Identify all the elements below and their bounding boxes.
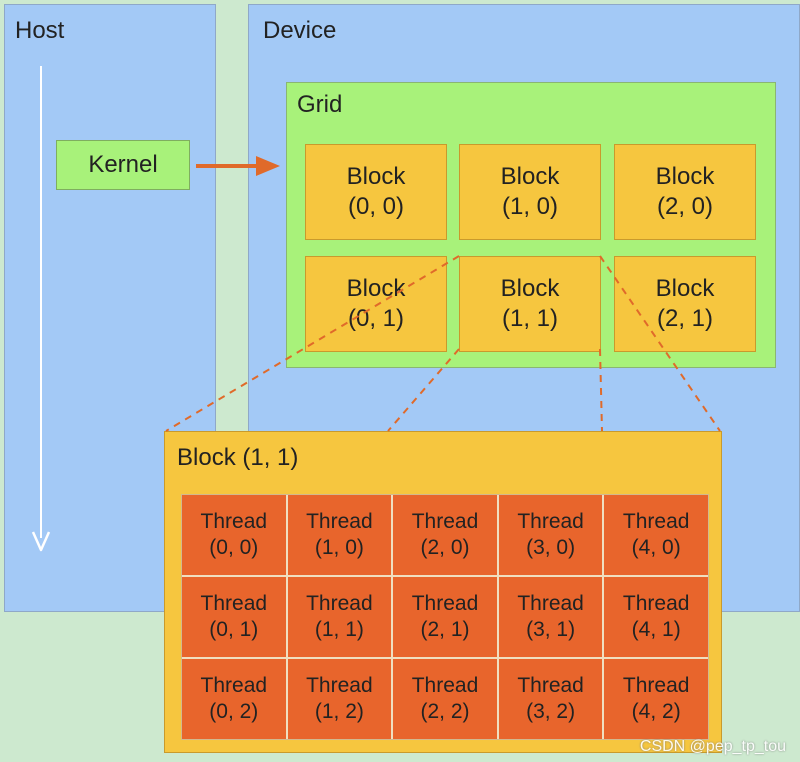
- thread-coord: (4, 2): [631, 700, 681, 723]
- thread-label: Thread: [622, 591, 690, 615]
- block-label: Block: [346, 163, 406, 190]
- thread-coord: (3, 2): [526, 700, 576, 723]
- thread-label: Thread: [306, 591, 373, 615]
- thread-label: Thread: [200, 591, 268, 615]
- thread-label: Thread: [306, 673, 373, 697]
- thread-label: Thread: [517, 673, 584, 697]
- thread-4-0: Thread (4, 0): [604, 495, 708, 575]
- device-title: Device: [263, 17, 337, 44]
- kernel-box: Kernel: [56, 140, 190, 190]
- thread-coord: (2, 1): [420, 618, 470, 641]
- host-title: Host: [15, 17, 65, 44]
- block-1-0: Block (1, 0): [459, 144, 601, 240]
- block-coord: (1, 0): [501, 193, 558, 220]
- grid-title: Grid: [297, 91, 343, 118]
- thread-3-0: Thread (3, 0): [498, 495, 603, 575]
- thread-0-1: Thread (0, 1): [182, 577, 286, 657]
- block-coord: (2, 0): [656, 193, 713, 220]
- thread-1-2: Thread (1, 2): [287, 659, 392, 739]
- block-label: Block: [500, 163, 560, 190]
- thread-1-0: Thread (1, 0): [287, 495, 392, 575]
- thread-2-2: Thread (2, 2): [393, 659, 497, 739]
- thread-coord: (1, 0): [314, 536, 364, 559]
- block-label: Block: [655, 163, 715, 190]
- block-coord: (0, 1): [347, 305, 404, 332]
- block-0-0: Block (0, 0): [305, 144, 447, 240]
- thread-0-2: Thread (0, 2): [182, 659, 286, 739]
- thread-3-1: Thread (3, 1): [498, 577, 603, 657]
- block-coord: (0, 0): [347, 193, 404, 220]
- block-2-0: Block (2, 0): [614, 144, 756, 240]
- thread-2-0: Thread (2, 0): [393, 495, 497, 575]
- grid-box: Grid Block (0, 0) Block (1, 0) Block (2,…: [286, 82, 776, 368]
- thread-coord: (1, 2): [314, 700, 364, 723]
- thread-label: Thread: [517, 591, 584, 615]
- thread-label: Thread: [622, 673, 690, 697]
- thread-coord: (2, 0): [420, 536, 470, 559]
- thread-coord: (3, 1): [526, 618, 576, 641]
- thread-3-2: Thread (3, 2): [498, 659, 603, 739]
- thread-coord: (0, 2): [209, 700, 259, 723]
- kernel-label: Kernel: [88, 151, 158, 178]
- thread-coord: (3, 0): [526, 536, 576, 559]
- thread-coord: (2, 2): [420, 700, 470, 723]
- thread-coord: (4, 1): [631, 618, 681, 641]
- block-0-1: Block (0, 1): [305, 256, 447, 352]
- thread-1-1: Thread (1, 1): [287, 577, 392, 657]
- block-coord: (1, 1): [501, 305, 558, 332]
- thread-4-2: Thread (4, 2): [604, 659, 708, 739]
- thread-coord: (0, 0): [209, 536, 259, 559]
- thread-label: Thread: [411, 509, 479, 533]
- thread-label: Thread: [306, 509, 373, 533]
- block-label: Block: [655, 275, 715, 302]
- block-1-1: Block (1, 1): [459, 256, 601, 352]
- thread-label: Thread: [200, 673, 268, 697]
- block-detail-panel: Block (1, 1) Thread (0, 0) Thread (1, 0) T…: [164, 431, 722, 753]
- thread-coord: (1, 1): [314, 618, 364, 641]
- thread-label: Thread: [622, 509, 690, 533]
- thread-label: Thread: [517, 509, 584, 533]
- thread-0-0: Thread (0, 0): [182, 495, 286, 575]
- thread-4-1: Thread (4, 1): [604, 577, 708, 657]
- thread-coord: (4, 0): [631, 536, 681, 559]
- thread-coord: (0, 1): [209, 618, 259, 641]
- thread-grid: Thread (0, 0) Thread (1, 0) Thread (2, 0) T…: [181, 494, 709, 740]
- thread-2-1: Thread (2, 1): [393, 577, 497, 657]
- block-label: Block: [346, 275, 406, 302]
- block-label: Block: [500, 275, 560, 302]
- thread-label: Thread: [200, 509, 268, 533]
- block-2-1: Block (2, 1): [614, 256, 756, 352]
- block-coord: (2, 1): [656, 305, 713, 332]
- thread-label: Thread: [411, 591, 479, 615]
- watermark-text: CSDN @pep_tp_tou: [639, 738, 786, 755]
- thread-label: Thread: [411, 673, 479, 697]
- block-detail-title: Block (1, 1): [177, 444, 299, 471]
